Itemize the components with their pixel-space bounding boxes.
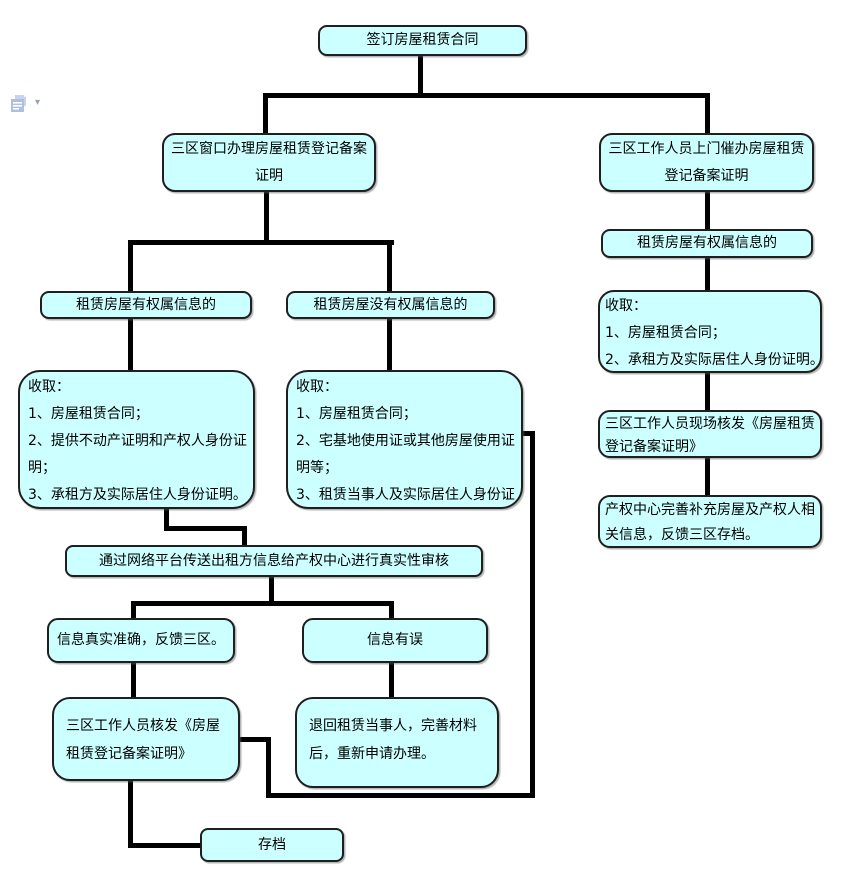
connector <box>705 192 710 232</box>
node-mid-no-ownership: 租赁房屋没有权属信息的 <box>286 291 495 319</box>
node-label: 信息真实准确，反馈三区。 <box>57 632 225 649</box>
node-sign-contract: 签订房屋租赁合同 <box>318 25 527 56</box>
node-right-supplement: 产权中心完善补充房屋及产权人相 关信息，反馈三区存档。 <box>598 495 822 548</box>
node-label: 信息有误 <box>367 632 423 649</box>
connector <box>240 737 271 742</box>
node-right-has-ownership: 租赁房屋有权属信息的 <box>601 229 813 258</box>
node-right-issue: 三区工作人员现场核发《房屋租赁 登记备案证明》 <box>598 410 822 458</box>
node-right-collect: 收取： 1、房屋租赁合同； 2、承租方及实际居住人身份证明。 <box>598 290 824 373</box>
node-label: 租赁房屋有权属信息的 <box>637 235 777 252</box>
paste-options-icon[interactable] <box>9 94 29 116</box>
node-line: 退回租赁当事人，完善材料 <box>309 718 477 734</box>
node-line: 三区工作人员现场核发《房屋租赁 <box>605 416 815 432</box>
connector <box>128 781 133 848</box>
connector <box>418 56 423 96</box>
node-line: 租赁登记备案证明》 <box>66 746 192 762</box>
node-platform-check: 通过网络平台传送出租方信息给产权中心进行真实性审核 <box>65 545 483 577</box>
node-line: 2、承租方及实际居住人身份证明。 <box>605 352 824 368</box>
node-mid-collect: 收取： 1、房屋租赁合同； 2、宅基地使用证或其他房屋使用证 明等； 3、租赁当… <box>286 370 523 509</box>
connector <box>128 319 133 370</box>
connector <box>705 258 710 292</box>
node-line: 1、房屋租赁合同； <box>605 325 726 341</box>
node-label: 租赁房屋有权属信息的 <box>76 296 216 313</box>
connector <box>128 240 133 291</box>
node-line: 三区工作人员上门催办房屋租赁 <box>608 140 805 157</box>
node-label: 租赁房屋没有权属信息的 <box>313 296 468 313</box>
node-line: 收取： <box>296 379 338 395</box>
connector <box>263 93 710 98</box>
connector <box>530 431 535 795</box>
node-line: 三区窗口办理房屋租赁登记备案 <box>171 140 367 157</box>
node-line: 明； <box>28 460 56 476</box>
node-door-urge: 三区工作人员上门催办房屋租赁 登记备案证明 <box>599 133 814 192</box>
connector <box>387 240 392 291</box>
connector <box>389 601 394 618</box>
node-info-correct: 信息真实准确，反馈三区。 <box>47 618 235 663</box>
node-info-error: 信息有误 <box>302 618 488 663</box>
node-line: 登记备案证明》 <box>605 439 703 455</box>
node-archive: 存档 <box>200 828 344 862</box>
node-label: 存档 <box>258 836 286 853</box>
connector <box>164 509 169 531</box>
node-line: 收取： <box>605 298 647 314</box>
connector <box>523 431 535 436</box>
node-line: 三区工作人员核发《房屋 <box>66 718 220 734</box>
connector <box>242 526 247 547</box>
node-line: 明等； <box>296 460 338 476</box>
node-issue-cert: 三区工作人员核发《房屋 租赁登记备案证明》 <box>52 697 240 781</box>
node-line: 1、房屋租赁合同； <box>28 406 149 422</box>
connector <box>266 793 535 798</box>
node-line: 证明 <box>255 167 283 184</box>
node-line: 1、房屋租赁合同； <box>296 406 417 422</box>
connector <box>705 458 710 497</box>
node-line: 关信息，反馈三区存档。 <box>605 527 759 543</box>
connector <box>131 601 394 606</box>
node-line: 2、提供不动产证明和产权人身份证 <box>28 433 247 449</box>
node-line: 产权中心完善补充房屋及产权人相 <box>605 502 815 518</box>
node-window-apply: 三区窗口办理房屋租赁登记备案 证明 <box>162 133 376 192</box>
connector <box>387 319 392 370</box>
node-label: 通过网络平台传送出租方信息给产权中心进行真实性审核 <box>99 552 449 569</box>
node-line: 2、宅基地使用证或其他房屋使用证 <box>296 433 515 449</box>
dropdown-caret-icon[interactable]: ▾ <box>35 97 41 108</box>
connector <box>128 240 394 245</box>
node-line: 3、承租方及实际居住人身份证明。 <box>28 487 247 503</box>
connector <box>264 192 269 243</box>
connector <box>164 526 247 531</box>
connector <box>269 577 274 606</box>
connector <box>389 663 394 697</box>
node-left-collect: 收取： 1、房屋租赁合同； 2、提供不动产证明和产权人身份证 明； 3、承租方及… <box>18 370 255 509</box>
node-line: 收取： <box>28 379 70 395</box>
connector <box>128 843 204 848</box>
paste-options-widget: ▾ <box>9 94 49 120</box>
node-line: 登记备案证明 <box>664 167 749 184</box>
node-label: 签订房屋租赁合同 <box>366 32 479 49</box>
connector <box>263 93 268 135</box>
node-return-redo: 退回租赁当事人，完善材料 后，重新申请办理。 <box>295 697 499 788</box>
node-line: 3、租赁当事人及实际居住人身份证 <box>296 487 515 503</box>
connector <box>131 601 136 618</box>
connector <box>131 663 136 697</box>
connector <box>266 737 271 798</box>
connector <box>705 93 710 135</box>
node-left-has-ownership: 租赁房屋有权属信息的 <box>40 291 252 319</box>
connector <box>705 372 710 412</box>
node-line: 后，重新申请办理。 <box>309 746 435 762</box>
